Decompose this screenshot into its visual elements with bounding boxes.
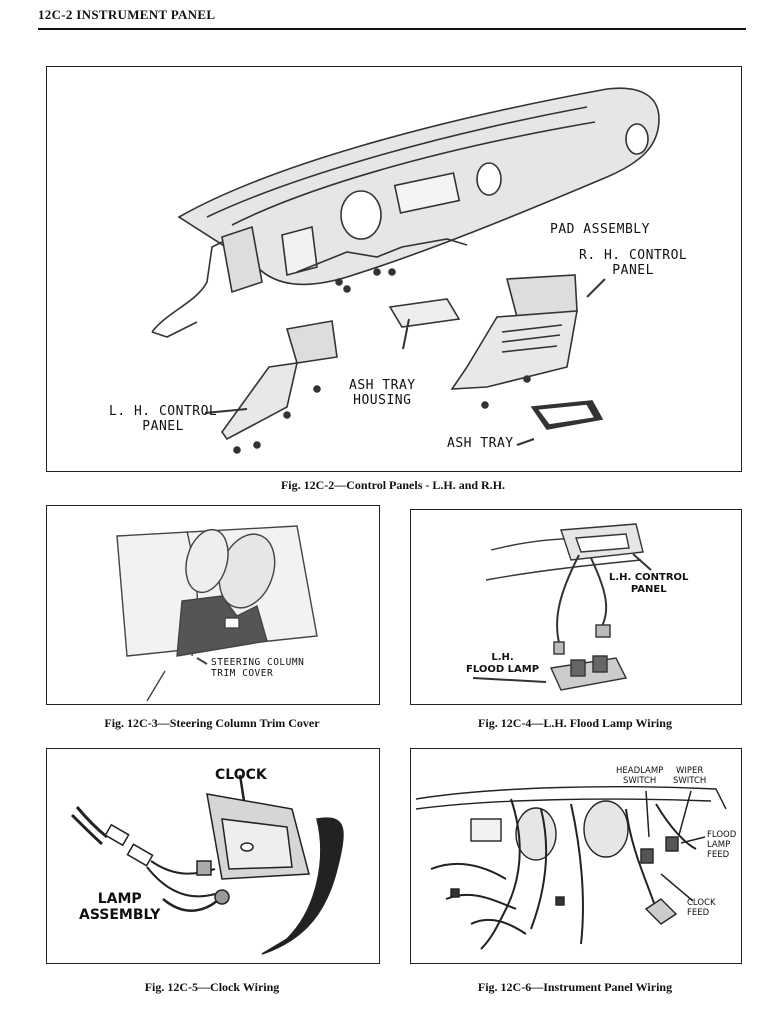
lamp-assembly-line-2: ASSEMBLY: [79, 907, 161, 924]
wiper-switch-line-1: WIPER: [676, 766, 704, 776]
rh-control-line-2: PANEL: [612, 262, 654, 278]
ash-tray-housing-line-2: HOUSING: [353, 392, 412, 408]
figure-12c-2: PAD ASSEMBLY R. H. CONTROL PANEL ASH TRA…: [46, 66, 742, 472]
ash-tray-housing-label: ASH TRAY HOUSING: [349, 378, 416, 409]
figure-12c-6: HEADLAMP SWITCH WIPER SWITCH FLOOD LAMP …: [410, 748, 742, 964]
wiper-switch-line-2: SWITCH: [673, 775, 707, 786]
headlamp-switch-line-1: HEADLAMP: [616, 766, 664, 776]
fig4-flood-line-2: FLOOD LAMP: [466, 663, 540, 675]
figure-12c-5-caption: Fig. 12C-5—Clock Wiring: [144, 980, 280, 994]
steering-column-illustration: [116, 525, 318, 702]
flood-lamp-feed-line-3: FEED: [707, 849, 730, 860]
flood-lamp-wiring-illustration: [472, 523, 652, 691]
rh-control-panel-label: R. H. CONTROL PANEL: [579, 248, 688, 279]
lh-control-panel-label: L. H. CONTROL PANEL: [109, 404, 218, 435]
fig4-control-line-1: L.H. CONTROL: [609, 572, 689, 583]
figure-12c-2-caption: Fig. 12C-2—Control Panels - L.H. and R.H…: [280, 478, 506, 492]
flood-lamp-feed-line-1: FLOOD: [707, 830, 737, 840]
steering-column-line-2: TRIM COVER: [211, 667, 274, 679]
clock-label: CLOCK: [215, 767, 267, 783]
lh-flood-lamp-label: L.H. FLOOD LAMP: [466, 652, 539, 675]
steering-column-line-1: STEERING COLUMN: [211, 657, 305, 668]
dash-pad-illustration: [151, 87, 660, 454]
figure-12c-6-caption: Fig. 12C-6—Instrument Panel Wiring: [477, 980, 673, 994]
lamp-assembly-line-1: LAMP: [97, 891, 142, 907]
wiper-switch-label: WIPER SWITCH: [673, 766, 707, 787]
rh-control-line-1: R. H. CONTROL: [579, 248, 688, 263]
figure-12c-4-caption: Fig. 12C-4—L.H. Flood Lamp Wiring: [478, 716, 672, 730]
page-header: 12C-2 INSTRUMENT PANEL: [38, 6, 746, 30]
figure-12c-3-caption: Fig. 12C-3—Steering Column Trim Cover: [104, 716, 320, 730]
flood-lamp-feed-label: FLOOD LAMP FEED: [707, 830, 737, 860]
clock-feed-line-2: FEED: [687, 907, 710, 918]
fig4-flood-line-1: L.H.: [491, 652, 514, 663]
lh-control-line-2: PANEL: [142, 418, 184, 434]
figure-12c-5: CLOCK LAMP ASSEMBLY: [46, 748, 380, 964]
lamp-assembly-label: LAMP ASSEMBLY: [79, 891, 160, 923]
headlamp-switch-label: HEADLAMP SWITCH: [616, 766, 664, 787]
ash-tray-housing-line-1: ASH TRAY: [349, 378, 416, 393]
instrument-panel-wiring-illustration: [415, 786, 727, 950]
fig4-control-line-2: PANEL: [630, 583, 667, 595]
ash-tray-label: ASH TRAY: [447, 436, 514, 451]
clock-feed-line-1: CLOCK: [687, 898, 716, 908]
page-title: 12C-2 INSTRUMENT PANEL: [38, 7, 216, 22]
lh-control-line-1: L. H. CONTROL: [109, 404, 218, 419]
flood-lamp-feed-line-2: LAMP: [707, 839, 731, 850]
clock-feed-label: CLOCK FEED: [687, 898, 716, 919]
figure-12c-4: L.H. CONTROL PANEL L.H. FLOOD LAMP: [410, 509, 742, 705]
lh-control-panel-label-fig4: L.H. CONTROL PANEL: [609, 572, 688, 595]
pad-assembly-label: PAD ASSEMBLY: [550, 222, 650, 237]
clock-wiring-illustration: [70, 774, 344, 955]
figure-12c-3: STEERING COLUMN TRIM COVER: [46, 505, 380, 705]
headlamp-switch-line-2: SWITCH: [623, 775, 657, 786]
steering-column-trim-cover-label: STEERING COLUMN TRIM COVER: [211, 657, 305, 680]
